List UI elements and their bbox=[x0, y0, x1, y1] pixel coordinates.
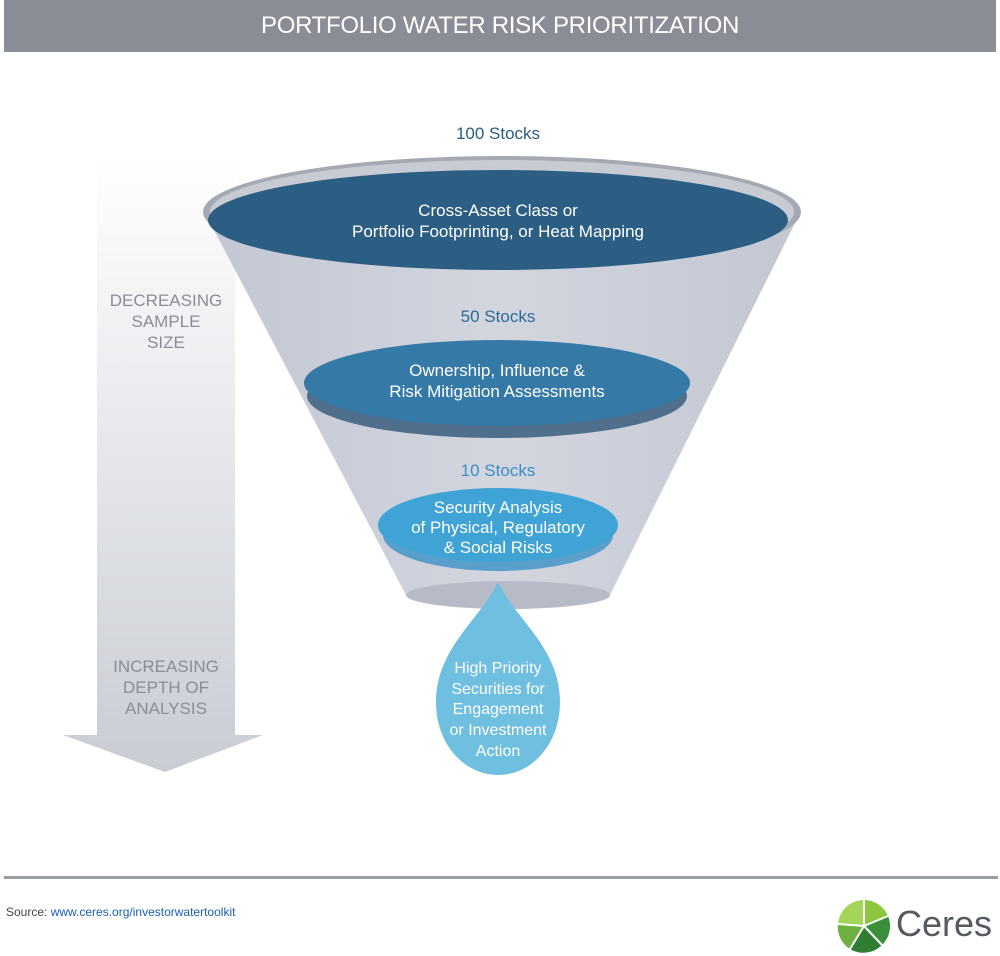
arrow-top-line: DECREASING bbox=[110, 291, 222, 310]
ceres-logo-icon bbox=[837, 899, 891, 953]
drop-line: or Investment bbox=[450, 722, 547, 739]
level-ellipse-3 bbox=[378, 488, 618, 562]
arrow-top-line: SIZE bbox=[147, 333, 185, 352]
level-ellipse-2 bbox=[304, 340, 690, 426]
level-text-3: Security Analysis bbox=[434, 498, 563, 517]
source-link[interactable]: www.ceres.org/investorwatertoolkit bbox=[50, 905, 236, 919]
footer-divider bbox=[4, 876, 998, 879]
arrow-bottom-line: ANALYSIS bbox=[125, 699, 207, 718]
page-title: PORTFOLIO WATER RISK PRIORITIZATION bbox=[4, 0, 996, 52]
source-prefix: Source: bbox=[6, 905, 48, 919]
arrow-bottom-line: DEPTH OF bbox=[123, 678, 209, 697]
level-text-3: of Physical, Regulatory bbox=[411, 518, 585, 537]
funnel-bottom-rim bbox=[406, 581, 610, 609]
drop-line: High Priority bbox=[454, 660, 541, 677]
drop-label: High Priority Securities for Engagement … bbox=[450, 660, 547, 760]
depth-arrow bbox=[63, 155, 263, 772]
arrow-top-label: DECREASING SAMPLE SIZE bbox=[110, 291, 222, 352]
level-count-1: 100 Stocks bbox=[456, 124, 540, 143]
level-ellipse-1 bbox=[208, 170, 788, 270]
logo-wordmark: Ceres bbox=[896, 903, 993, 944]
arrow-bottom-line: INCREASING bbox=[113, 657, 219, 676]
drop-line: Engagement bbox=[453, 701, 544, 718]
source-line: Source: www.ceres.org/investorwatertoolk… bbox=[6, 905, 235, 919]
level-text-2: Ownership, Influence & bbox=[409, 361, 585, 380]
funnel-diagram: DECREASING SAMPLE SIZE INCREASING DEPTH … bbox=[63, 124, 801, 775]
level-text-1: Cross-Asset Class or bbox=[418, 201, 578, 220]
arrow-top-line: SAMPLE bbox=[132, 312, 201, 331]
level-text-2: Risk Mitigation Assessments bbox=[389, 382, 604, 401]
level-count-2: 50 Stocks bbox=[461, 307, 536, 326]
level-text-1: Portfolio Footprinting, or Heat Mapping bbox=[352, 222, 644, 241]
level-count-3: 10 Stocks bbox=[461, 461, 536, 480]
level-text-3: & Social Risks bbox=[444, 538, 553, 557]
arrow-bottom-label: INCREASING DEPTH OF ANALYSIS bbox=[113, 657, 219, 718]
water-drop bbox=[436, 582, 560, 775]
drop-line: Action bbox=[476, 743, 520, 760]
drop-line: Securities for bbox=[451, 681, 545, 698]
